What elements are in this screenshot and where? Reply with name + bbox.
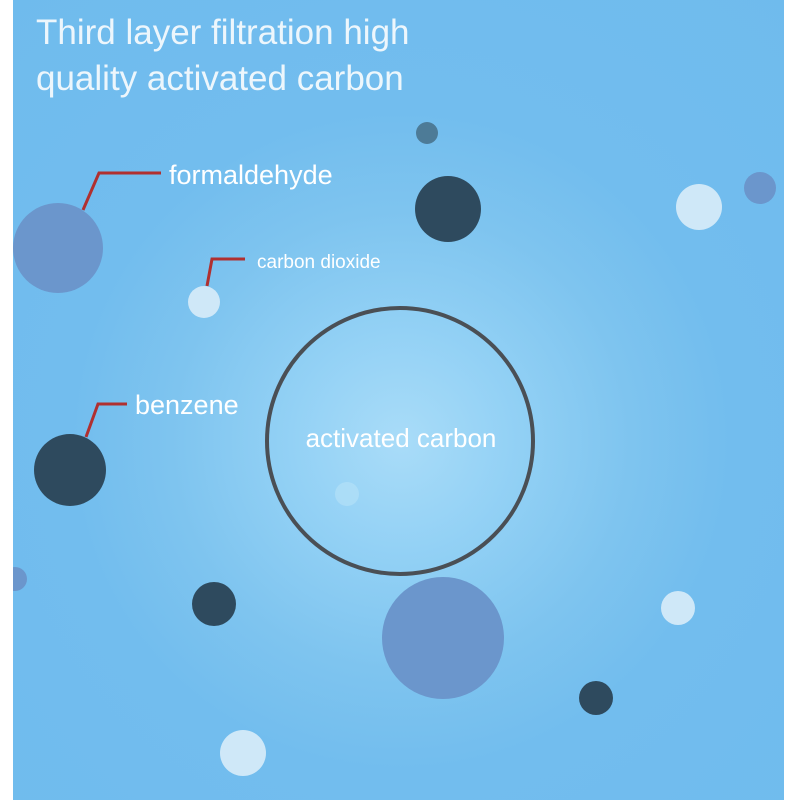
- benzene-label: benzene: [135, 390, 239, 420]
- title-line-1: Third layer filtration high: [36, 13, 410, 52]
- activated-carbon-label: activated carbon: [306, 423, 497, 453]
- benzene-molecule: [415, 176, 481, 242]
- carbon-dioxide-molecule-labeled: [188, 286, 220, 318]
- carbon-dioxide-label: carbon dioxide: [257, 252, 381, 273]
- carbon-dioxide-molecule: [661, 591, 695, 625]
- formaldehyde-molecule: [13, 567, 27, 591]
- formaldehyde-molecule: [744, 172, 776, 204]
- benzene-molecule: [579, 681, 613, 715]
- title-line-2: quality activated carbon: [36, 59, 404, 98]
- small-dark-molecule: [416, 122, 438, 144]
- activated-carbon-ring: [265, 306, 535, 576]
- carbon-dioxide-molecule: [676, 184, 722, 230]
- faint-particle: [335, 482, 359, 506]
- carbon-dioxide-leader-line: [205, 257, 245, 287]
- benzene-molecule: [192, 582, 236, 626]
- diagram-frame: Third layer filtration high quality acti…: [13, 0, 784, 800]
- formaldehyde-molecule-labeled: [13, 203, 103, 293]
- formaldehyde-label: formaldehyde: [169, 160, 333, 190]
- formaldehyde-leader-line: [81, 171, 161, 211]
- benzene-leader-line: [84, 402, 127, 438]
- molecule-diagram: formaldehyde carbon dioxide benzene acti…: [13, 122, 776, 776]
- carbon-dioxide-molecule: [220, 730, 266, 776]
- diagram-title: Third layer filtration high quality acti…: [36, 10, 756, 102]
- benzene-molecule-labeled: [34, 434, 106, 506]
- formaldehyde-molecule: [382, 577, 504, 699]
